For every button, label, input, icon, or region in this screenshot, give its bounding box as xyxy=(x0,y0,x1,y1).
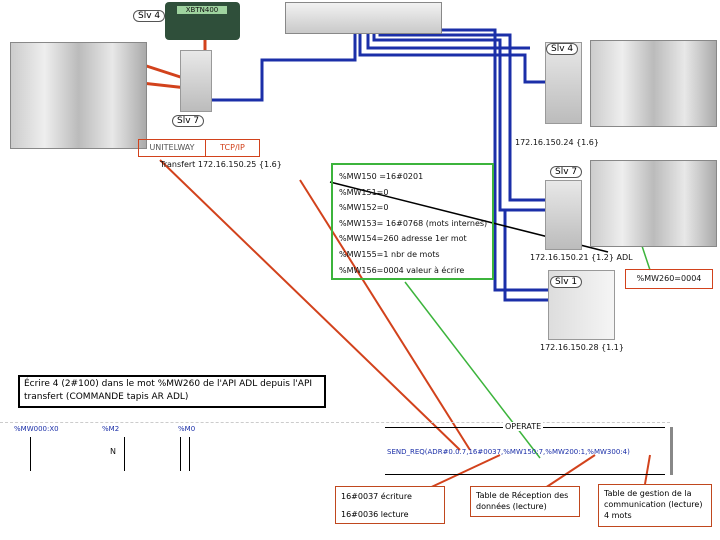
mw-row: %MW151=0 xyxy=(339,187,389,197)
mw-row: %MW156=0004 valeur à écrire xyxy=(339,265,465,275)
address-adl: 172.16.150.21 {1.2} ADL xyxy=(530,253,633,262)
send-req-instruction: SEND_REQ(ADR#0.0.7,16#0037,%MW150:7,%MW2… xyxy=(387,448,630,456)
contact1-label: %MW000:X0 xyxy=(14,425,59,433)
mw-row: %MW153= 16#0768 (mots internes) xyxy=(339,218,488,228)
hmi-xbtn400: XBTN400 xyxy=(165,2,240,40)
ladder-rung: %MW000:X0 %M2 N %M0 OPERATE SEND_REQ(ADR… xyxy=(0,422,673,475)
module-slv7 xyxy=(545,180,582,250)
note-reception: Table de Réception des données (lecture) xyxy=(470,486,580,517)
note-codes: 16#0037 écriture 16#0036 lecture xyxy=(335,486,445,524)
module-slv4 xyxy=(545,42,582,124)
tcpip-label: TCP/IP xyxy=(205,139,260,157)
plc-slv4 xyxy=(590,40,717,127)
note-gestion: Table de gestion de la communication (le… xyxy=(598,484,712,527)
contact1-nc xyxy=(30,437,31,471)
note-write: 16#0037 écriture xyxy=(341,492,412,501)
description-box: Écrire 4 (2#100) dans le mot %MW260 de l… xyxy=(18,375,326,408)
mw260-box: %MW260=0004 xyxy=(625,269,713,289)
address-slv1: 172.16.150.28 {1.1} xyxy=(540,343,624,352)
ethernet-switch xyxy=(285,2,442,34)
address-slv4: 172.16.150.24 {1.6} xyxy=(515,138,599,147)
operate-block[interactable]: OPERATE SEND_REQ(ADR#0.0.7,16#0037,%MW15… xyxy=(385,422,665,475)
contact2-mark: N xyxy=(110,447,116,456)
contact2-line xyxy=(124,437,125,471)
label-slv4-top: Slv 4 xyxy=(133,10,166,22)
mw-table: %MW150 =16#0201 %MW151=0 %MW152=0 %MW153… xyxy=(331,163,494,280)
address-transfert: Transfert 172.16.150.25 {1.6} xyxy=(160,160,282,169)
plc-adl xyxy=(590,160,717,247)
label-slv1: Slv 1 xyxy=(550,276,583,288)
operate-title: OPERATE xyxy=(503,422,544,431)
mw-row: %MW154=260 adresse 1er mot xyxy=(339,234,467,244)
note-read: 16#0036 lecture xyxy=(341,510,409,519)
label-slv7-right: Slv 7 xyxy=(550,166,583,178)
right-rail xyxy=(670,427,673,475)
plc-left xyxy=(10,42,147,149)
label-slv7-left: Slv 7 xyxy=(172,115,205,127)
mw-row: %MW150 =16#0201 xyxy=(339,172,424,181)
ethernet-module-left xyxy=(180,50,212,112)
mw-row: %MW155=1 nbr de mots xyxy=(339,249,440,259)
contact2-label: %M2 xyxy=(102,425,120,433)
contact3-label: %M0 xyxy=(178,425,196,433)
contact3 xyxy=(180,437,190,471)
label-slv4-right: Slv 4 xyxy=(546,43,579,55)
unitelway-label: UNITELWAY xyxy=(138,139,206,157)
mw-row: %MW152=0 xyxy=(339,203,389,213)
